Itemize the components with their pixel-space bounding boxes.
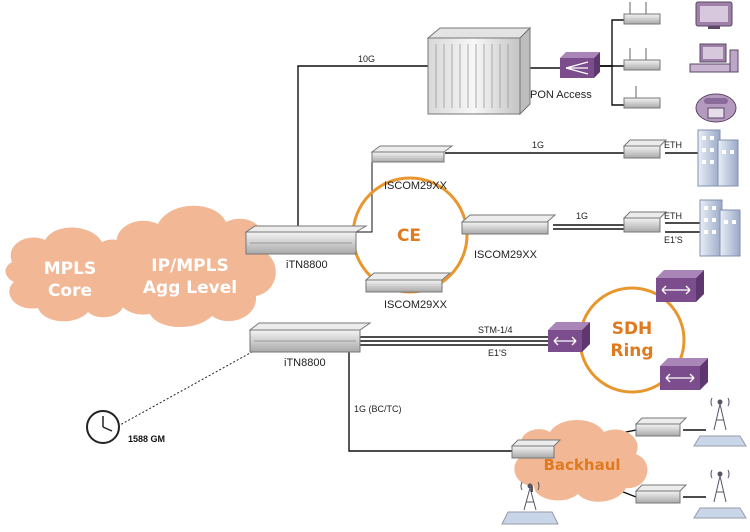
tv-icon [695, 1, 733, 29]
itn8800-top-device [244, 225, 368, 255]
telephone-icon [695, 93, 737, 123]
iscom-bottom-label: ISCOM29XX [384, 299, 448, 311]
router-icon [656, 270, 704, 302]
cloud-mpls-core-line1: MPLS [44, 259, 96, 279]
link-10g [297, 65, 430, 232]
link-label-eth-top: ETH [664, 140, 682, 150]
ring-sdh-label-line2: Ring [610, 341, 653, 361]
link-label-eth-right: ETH [664, 211, 682, 221]
router-icon [548, 322, 590, 352]
iscom-bottom-device [364, 272, 452, 293]
router-icon [660, 358, 708, 390]
clock-label: 1588 GM [128, 434, 165, 444]
link-label-e1-right: E1'S [664, 235, 683, 245]
iscom-right-device [460, 214, 557, 235]
link-label-10g: 10G [358, 54, 375, 64]
backhaul-device [510, 439, 562, 459]
cell-tower-icon [693, 469, 747, 519]
eth-device-top [622, 139, 668, 159]
ring-sdh-label-line1: SDH [612, 319, 653, 339]
iscom-top-label: ISCOM29XX [384, 180, 448, 192]
link-label-1g-right: 1G [576, 211, 588, 221]
cloud-mpls-core-line2: Core [48, 281, 92, 301]
building-icon [697, 129, 739, 187]
building-icon [699, 199, 741, 257]
cell-tower-icon [693, 397, 747, 447]
backhaul-device [634, 484, 688, 504]
cloud-mpls-core: MPLS Core [5, 227, 143, 322]
itn8800-bottom-device [248, 322, 372, 353]
iscom-right-label: ISCOM29XX [474, 249, 538, 261]
link-label-stm: STM-1/4 [478, 325, 513, 335]
cloud-agg-level-line1: IP/MPLS [151, 256, 228, 276]
cloud-agg-level-line2: Agg Level [143, 278, 237, 298]
cloud-agg-level: IP/MPLS Agg Level [105, 205, 276, 328]
itn8800-bottom-label: iTN8800 [284, 357, 326, 369]
cloud-backhaul-label: Backhaul [543, 456, 620, 474]
computer-icon [689, 43, 739, 73]
onu-device-icon [623, 48, 661, 71]
ring-ce-label: CE [397, 226, 421, 246]
splitter-icon [560, 52, 600, 78]
pon-access-label: PON Access [530, 89, 592, 101]
link-label-bc-tc: 1G (BC/TC) [354, 404, 402, 414]
cell-tower-icon [501, 481, 559, 525]
clock-icon [86, 410, 120, 444]
link-label-1g-top: 1G [532, 140, 544, 150]
onu-device-icon [623, 86, 661, 109]
onu-device-icon [623, 2, 661, 25]
backhaul-device [634, 417, 688, 437]
itn8800-top-label: iTN8800 [286, 259, 328, 271]
link-label-e1-sdh: E1'S [488, 348, 507, 358]
olt-chassis-icon [426, 26, 532, 116]
clock-sync-line [119, 341, 271, 426]
eth-device-right [622, 211, 668, 233]
iscom-top-device [370, 145, 454, 163]
